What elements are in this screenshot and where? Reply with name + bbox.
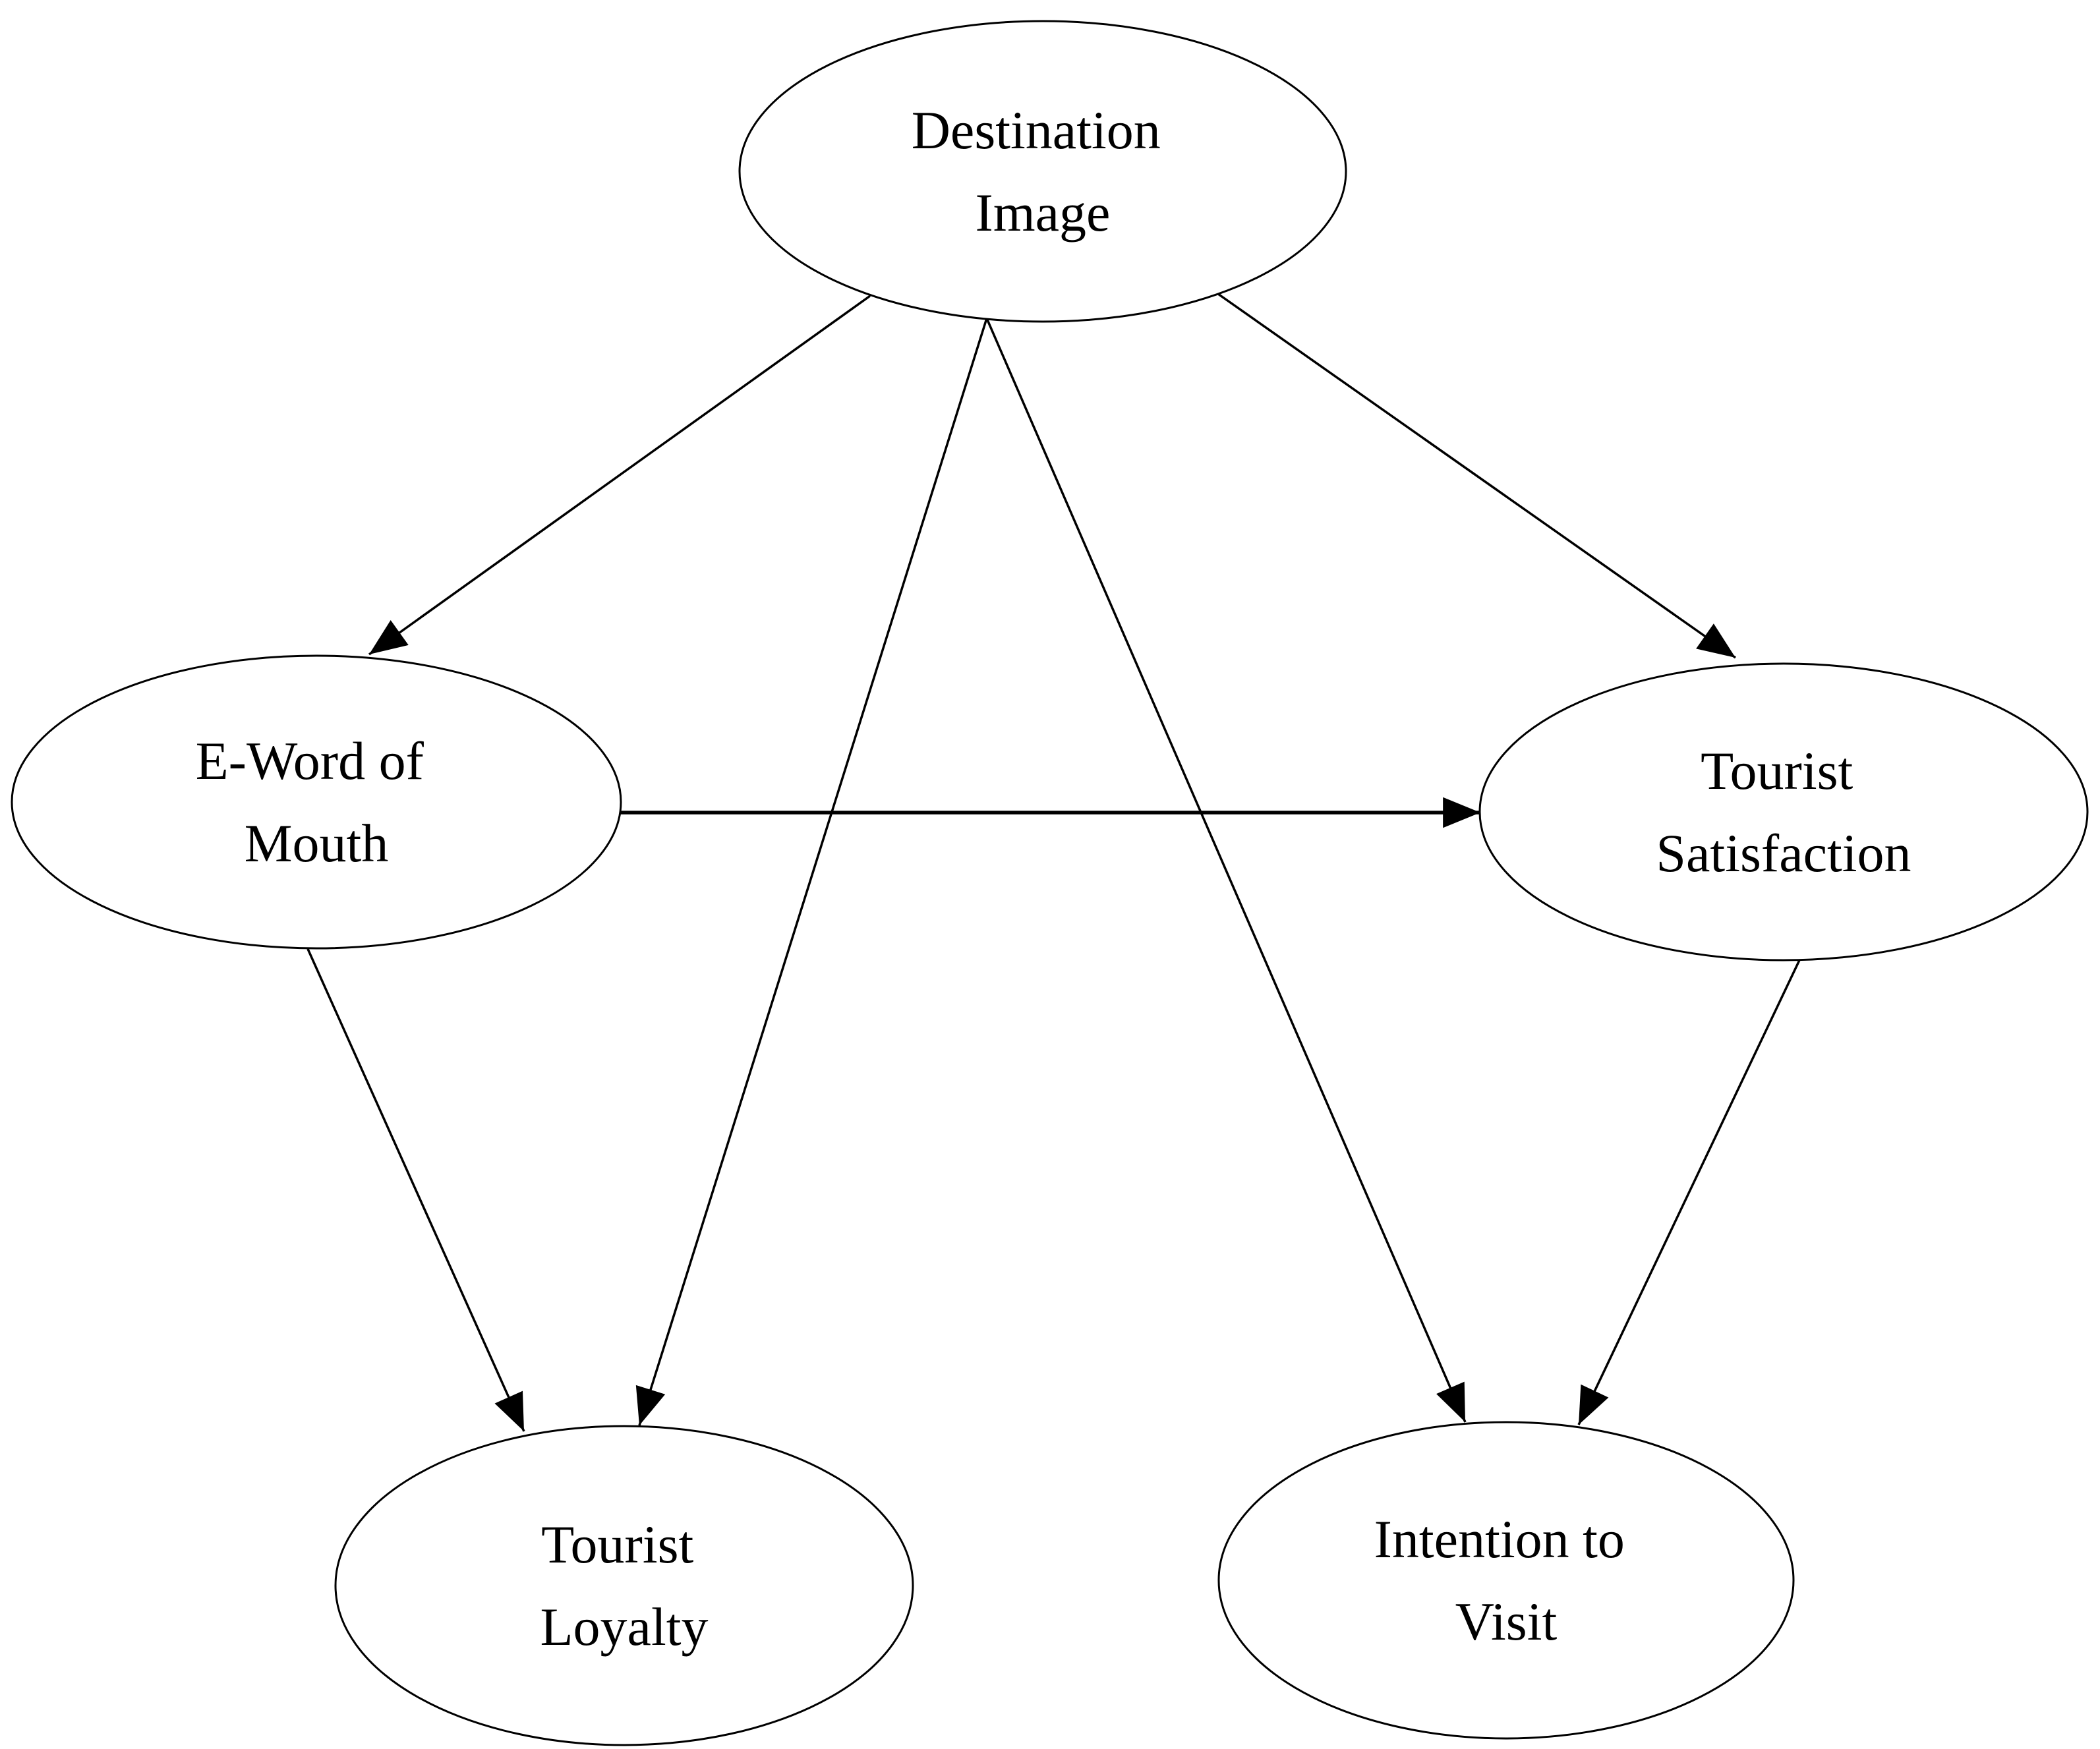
arrow-e-word-of-mouth-to-tourist-loyalty [306, 948, 525, 1432]
node-ellipse-intention-to-visit [1217, 1421, 1795, 1740]
node-e-word-of-mouth: E-Word of Mouth [11, 654, 622, 950]
node-destination-image: Destination Image [738, 20, 1347, 323]
node-label-intention-to-visit: Intention to Visit [1374, 1509, 1639, 1651]
node-label-line: E-Word of [196, 731, 424, 791]
node-label-line: Tourist [541, 1514, 693, 1574]
node-label-line: Destination [912, 100, 1161, 160]
node-label-line: Tourist [1701, 741, 1853, 801]
node-label-tourist-satisfaction: Tourist Satisfaction [1656, 741, 1911, 883]
arrow-destination-image-to-intention-to-visit [985, 318, 1467, 1423]
node-label-line: Loyalty [540, 1597, 708, 1657]
node-label-line: Mouth [245, 813, 389, 873]
node-tourist-loyalty: Tourist Loyalty [334, 1425, 914, 1746]
node-label-e-word-of-mouth: E-Word of Mouth [196, 731, 438, 873]
node-label-tourist-loyalty: Tourist Loyalty [540, 1514, 708, 1657]
arrow-destination-image-to-tourist-satisfaction [1217, 293, 1737, 659]
node-label-line: Intention to [1374, 1509, 1625, 1569]
node-ellipse-tourist-satisfaction [1478, 662, 2089, 961]
node-ellipse-tourist-loyalty [334, 1425, 914, 1746]
arrow-destination-image-to-tourist-loyalty [635, 318, 988, 1426]
node-intention-to-visit: Intention to Visit [1217, 1421, 1795, 1740]
node-label-line: Satisfaction [1656, 823, 1911, 883]
arrow-tourist-satisfaction-to-intention-to-visit [1577, 960, 1801, 1425]
arrow-destination-image-to-e-word-of-mouth [368, 295, 871, 656]
node-ellipse-destination-image [738, 20, 1347, 323]
node-tourist-satisfaction: Tourist Satisfaction [1478, 662, 2089, 961]
node-label-line: Visit [1455, 1591, 1558, 1651]
node-ellipse-e-word-of-mouth [11, 654, 622, 950]
node-label-line: Image [976, 183, 1111, 243]
node-label-destination-image: Destination Image [912, 100, 1175, 243]
